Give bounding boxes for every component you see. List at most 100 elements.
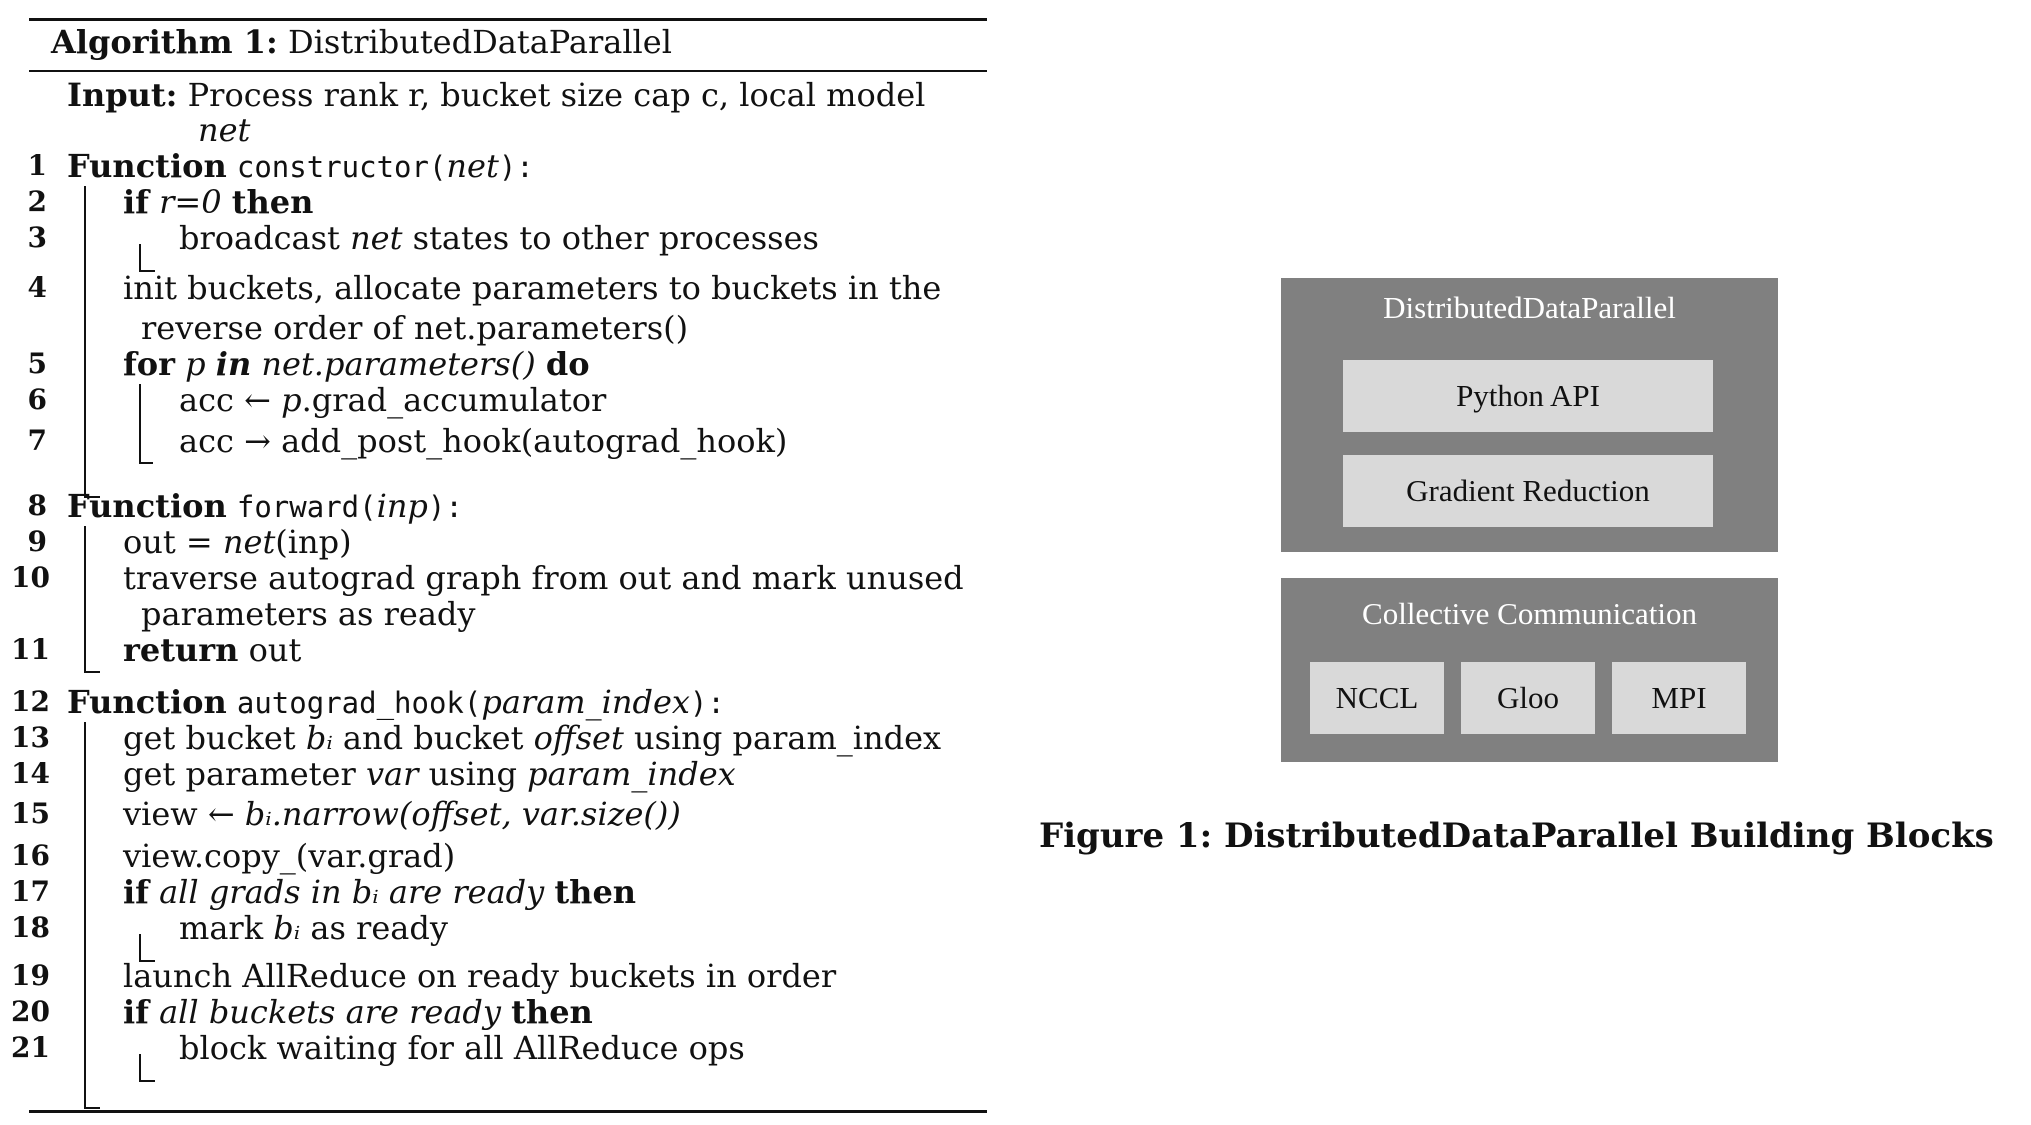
statement-text: view.copy_(var.grad)	[123, 837, 456, 875]
input-line-2: net	[198, 110, 1156, 150]
statement-text: and bucket	[332, 719, 534, 757]
bottom-rule	[29, 1110, 987, 1113]
block-end-autograd-hook	[84, 1107, 100, 1109]
line-number: 6	[27, 383, 47, 416]
line-number: 10	[11, 561, 50, 594]
input-label: Input:	[67, 76, 178, 114]
statement-var: bᵢ	[273, 909, 301, 947]
statement-var: p	[281, 381, 302, 419]
algo-line-9: 9 out = net(inp)	[28, 522, 987, 562]
keyword-if: if	[123, 993, 149, 1031]
algo-line-7: 7 acc → add_post_hook(autograd_hook)	[28, 421, 987, 461]
statement-var: var	[365, 755, 419, 793]
line-number: 18	[11, 911, 50, 944]
algorithm-name: DistributedDataParallel	[288, 23, 672, 61]
statement-text: using param_index	[623, 719, 942, 757]
function-tail: ):	[498, 150, 534, 184]
condition: r=0	[159, 183, 222, 221]
line-number: 4	[27, 271, 47, 304]
statement-text: (inp)	[275, 523, 352, 561]
line-number: 5	[27, 347, 47, 380]
figure-caption: Figure 1: DistributedDataParallel Buildi…	[1039, 816, 1994, 856]
algo-line-11: 11 return out	[11, 630, 987, 670]
block-elbow-if-2	[139, 934, 155, 962]
algorithm-label: Algorithm 1:	[51, 23, 278, 61]
line-number: 17	[11, 875, 50, 908]
algo-line-6: 6 acc ← p.grad_accumulator	[28, 380, 987, 420]
algo-line-1: 1 Function constructor(net):	[28, 146, 987, 186]
statement-text: .grad_accumulator	[301, 381, 607, 419]
statement-text: out	[248, 631, 302, 669]
algo-line-4: 4 init buckets, allocate parameters to b…	[28, 268, 987, 308]
statement-text: out =	[123, 523, 223, 561]
line-number: 11	[11, 633, 50, 666]
statement-var: net	[350, 219, 403, 257]
algo-line-21: 21 block waiting for all AllReduce ops	[11, 1028, 987, 1068]
function-tail: ):	[427, 490, 463, 524]
function-name: constructor(	[236, 150, 447, 184]
algo-line-20: 20 if all buckets are ready then	[11, 992, 987, 1032]
keyword-for: for	[123, 345, 175, 383]
block-line-constructor	[84, 186, 86, 496]
line-number: 20	[11, 995, 50, 1028]
algo-line-18: 18 mark bᵢ as ready	[11, 908, 987, 948]
keyword-do: do	[545, 345, 590, 383]
algo-line-17: 17 if all grads in bᵢ are ready then	[11, 872, 987, 912]
function-tail: ):	[689, 686, 725, 720]
line-number: 13	[11, 721, 50, 754]
line-number: 7	[27, 424, 47, 457]
algo-line-2: 2 if r=0 then	[28, 182, 987, 222]
line-number: 16	[11, 839, 50, 872]
algo-line-19: 19 launch AllReduce on ready buckets in …	[11, 956, 987, 996]
keyword-if: if	[123, 183, 149, 221]
function-arg: net	[446, 147, 499, 185]
statement-text: block waiting for all AllReduce ops	[179, 1029, 745, 1067]
python-api-box: Python API	[1343, 360, 1713, 432]
line-number: 1	[27, 149, 47, 182]
keyword-function: Function	[67, 683, 227, 721]
collective-communication-box: Collective Communication NCCL Gloo MPI	[1281, 578, 1778, 762]
input-text-2: net	[198, 111, 251, 149]
algo-line-12: 12 Function autograd_hook(param_index):	[11, 682, 987, 722]
algo-line-16: 16 view.copy_(var.grad)	[11, 836, 987, 876]
statement-text: get parameter	[123, 755, 366, 793]
block-elbow-if-3	[139, 1054, 155, 1082]
algo-line-10: 10 traverse autograd graph from out and …	[11, 558, 987, 598]
algo-line-3: 3 broadcast net states to other processe…	[28, 218, 987, 258]
statement-text: acc → add_post_hook(autograd_hook)	[179, 422, 788, 460]
loop-var: p	[185, 345, 206, 383]
algo-line-14: 14 get parameter var using param_index	[11, 754, 987, 794]
statement-var: bᵢ	[305, 719, 333, 757]
gradient-reduction-box: Gradient Reduction	[1343, 455, 1713, 527]
keyword-in: in	[215, 345, 252, 383]
block-line-for	[139, 384, 141, 462]
keyword-then: then	[231, 183, 314, 221]
statement-var: param_index	[527, 755, 736, 793]
statement-var: offset	[533, 719, 624, 757]
statement-text: using	[418, 755, 528, 793]
statement-text: init buckets, allocate parameters to buc…	[123, 269, 942, 307]
block-end-constructor	[84, 496, 100, 498]
collective-communication-title: Collective Communication	[1362, 596, 1697, 631]
keyword-function: Function	[67, 487, 227, 525]
statement-var: net	[222, 523, 276, 561]
algo-line-5: 5 for p in net.parameters() do	[28, 344, 987, 384]
title-rule	[29, 70, 987, 72]
statement-text: states to other processes	[412, 219, 819, 257]
keyword-function: Function	[67, 147, 227, 185]
statement-expr: bᵢ.narrow(offset, var.size())	[244, 795, 681, 833]
keyword-return: return	[123, 631, 239, 669]
function-arg: inp	[376, 487, 428, 525]
block-line-autograd-hook	[84, 722, 86, 1107]
input-text: Process rank r, bucket size cap c, local…	[187, 76, 926, 114]
function-name: autograd_hook(	[236, 686, 482, 720]
nccl-box: NCCL	[1310, 662, 1444, 734]
input-line: Input: Process rank r, bucket size cap c…	[67, 75, 1025, 115]
function-name: forward(	[236, 490, 377, 524]
line-number: 9	[27, 525, 47, 558]
block-line-forward	[84, 526, 86, 671]
ddp-box: DistributedDataParallel Python API Gradi…	[1281, 278, 1778, 552]
function-arg: param_index	[481, 683, 690, 721]
ddp-box-title: DistributedDataParallel	[1383, 290, 1676, 325]
line-number: 8	[27, 489, 47, 522]
